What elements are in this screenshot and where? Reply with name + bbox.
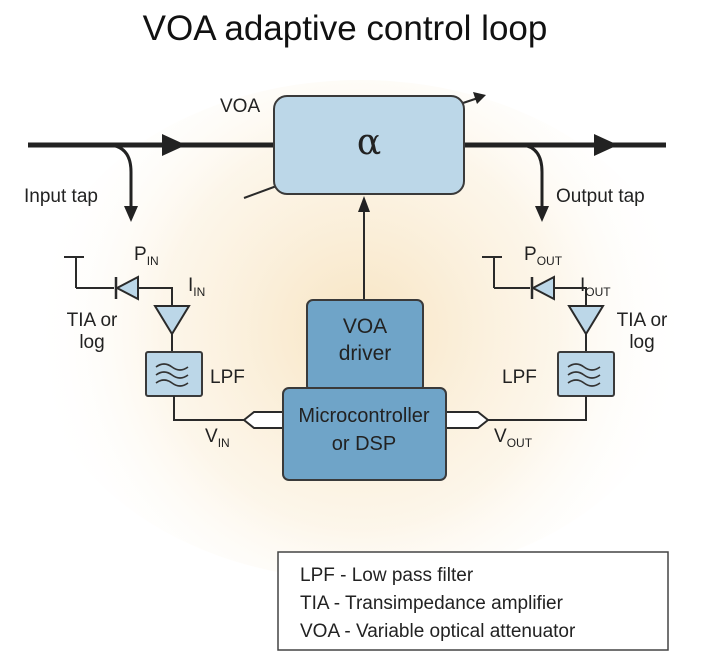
voa-block <box>273 95 465 195</box>
voa-driver-line2: driver <box>339 342 392 365</box>
right-diode-to-tia <box>554 287 587 306</box>
input-fiber-arrow <box>162 134 186 156</box>
voa-label: VOA <box>220 96 260 117</box>
i-out-label: IOUT <box>580 275 611 299</box>
controller-line2: or DSP <box>332 433 396 455</box>
right-lpf-to-controller <box>488 396 587 421</box>
left-lpf-wave-3 <box>155 379 189 387</box>
legend-item-voa: VOA - Variable optical attenuator <box>300 621 576 642</box>
controller-block <box>282 387 447 481</box>
legend-item-tia: TIA - Transimpedance amplifier <box>300 593 564 614</box>
legend-item-lpf: LPF - Low pass filter <box>300 565 474 586</box>
controller-line1: Microcontroller <box>298 405 429 427</box>
page-title: VOA adaptive control loop <box>143 9 548 48</box>
driver-to-voa-arrowhead <box>358 196 370 212</box>
lpf-right-label: LPF <box>502 367 537 388</box>
tia-left-line2: log <box>79 332 104 353</box>
voa-driver-line1: VOA <box>343 315 387 338</box>
left-lpf-wave-2 <box>155 371 189 379</box>
left-adc-connector <box>242 411 287 429</box>
output-fiber-arrow <box>594 134 618 156</box>
tia-left-line1: TIA or <box>67 310 118 331</box>
i-in-label: IIN <box>188 275 205 299</box>
left-tia-amplifier <box>153 305 191 336</box>
left-lpf-wave-1 <box>155 363 189 371</box>
input-tap-label: Input tap <box>24 186 98 207</box>
left-diode-to-tia <box>138 287 173 306</box>
voa-alpha-symbol: α <box>357 122 381 163</box>
legend-box <box>277 551 669 651</box>
right-tia-amplifier <box>567 305 605 336</box>
lpf-left-label: LPF <box>210 367 245 388</box>
output-tap-line <box>521 143 544 208</box>
output-tap-label: Output tap <box>556 186 645 207</box>
p-out-label: POUT <box>524 244 563 268</box>
input-tap-line <box>109 143 133 208</box>
right-adc-connector <box>445 411 490 429</box>
p-in-label: PIN <box>134 244 159 268</box>
right-lpf-wave-3 <box>567 379 601 387</box>
right-lpf-wave-2 <box>567 371 601 379</box>
output-tap-arrow <box>535 206 549 222</box>
v-out-label: VOUT <box>494 426 533 450</box>
left-lpf-to-controller <box>173 396 244 421</box>
input-tap-arrow <box>124 206 138 222</box>
voa-variable-arrowhead <box>473 92 486 104</box>
left-lpf-block <box>145 351 203 397</box>
right-lpf-wave-1 <box>567 363 601 371</box>
right-lpf-block <box>557 351 615 397</box>
v-in-label: VIN <box>205 426 230 450</box>
tia-right-line2: log <box>629 332 654 353</box>
tia-right-line1: TIA or <box>617 310 668 331</box>
